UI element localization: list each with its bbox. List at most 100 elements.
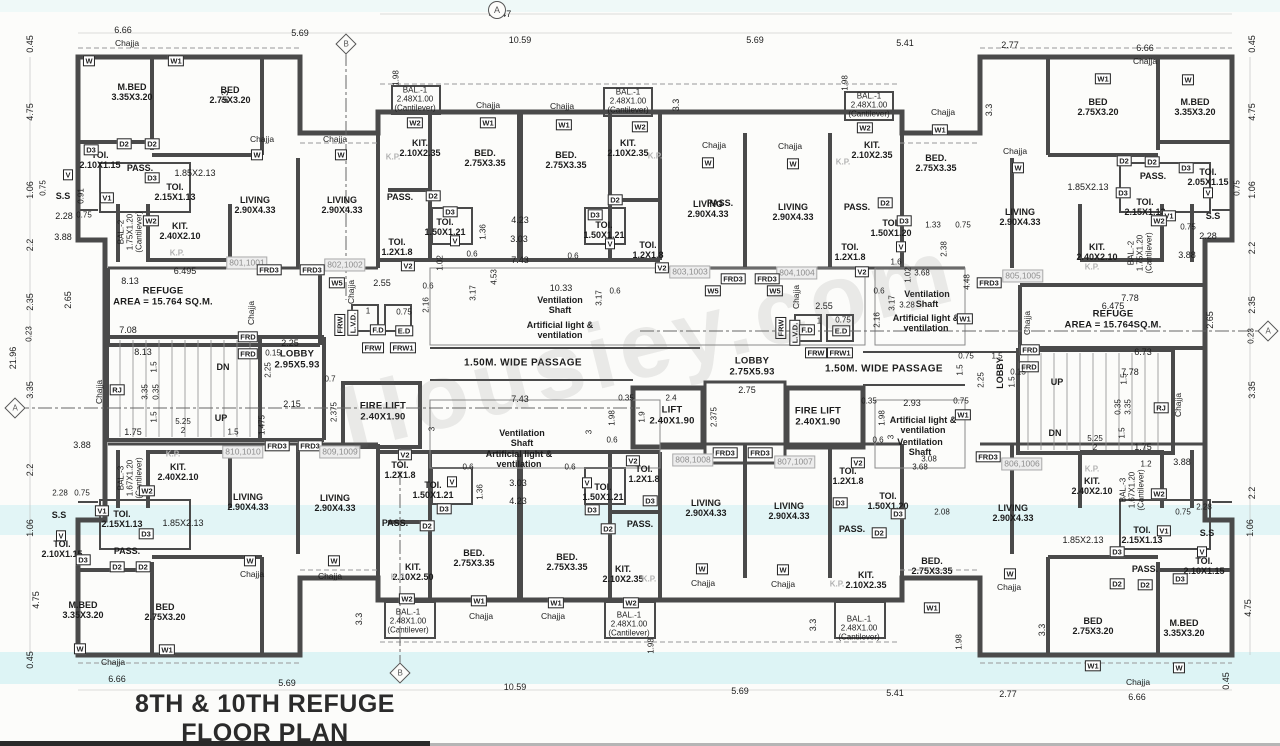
plan-label: Artificial light & ventilation — [485, 448, 553, 469]
plan-label: K.P. — [835, 157, 851, 167]
plan-label: Chajja — [1173, 392, 1184, 418]
plan-label: 1 — [365, 306, 371, 316]
plan-label: 3 — [886, 434, 896, 440]
plan-label: 8.13 — [121, 275, 139, 286]
plan-label: W1 — [923, 602, 941, 614]
plan-label: 1.5 — [227, 427, 239, 437]
plan-label: V1 — [94, 505, 110, 517]
plan-label: 802,1002 — [324, 258, 366, 272]
plan-label: 7.43 — [511, 254, 529, 265]
plan-label: K.P. — [829, 579, 845, 589]
plan-label: Ventilation Shaft — [897, 436, 943, 457]
marker-letter: B — [343, 39, 349, 49]
plan-label: 2.375 — [709, 406, 719, 428]
plan-label: 2.75 — [738, 384, 756, 395]
plan-label: 4.75 — [1242, 599, 1253, 617]
marker-letter: A — [1265, 326, 1271, 336]
plan-label: D2 — [1137, 579, 1153, 591]
plan-label: Artificial light & ventilation — [892, 312, 960, 333]
plan-label: 21.96 — [7, 346, 18, 370]
plan-label: BED 2.75X3.20 — [1077, 96, 1119, 117]
plan-label: TOI. 1.2X1.8 — [832, 465, 864, 486]
plan-label: D3 — [144, 172, 160, 184]
plan-label: Chajja — [770, 579, 796, 590]
plan-label: 5.69 — [291, 27, 309, 38]
plan-label: 3 — [584, 429, 594, 435]
plan-label: 1.5 — [1119, 373, 1129, 385]
plan-label: 2.4 — [665, 393, 677, 403]
plan-label: W1 — [1084, 660, 1102, 672]
plan-label: E.D — [395, 325, 413, 337]
plan-label: 3.03 — [510, 233, 528, 244]
plan-label: W — [334, 149, 348, 161]
plan-label: LIVING 2.90X4.33 — [321, 194, 363, 215]
plan-label: 1.02 — [903, 267, 913, 283]
plan-label: FRD3 — [975, 451, 1001, 463]
plan-label: TOI. 2.15X1.13 — [1121, 524, 1163, 545]
plan-label: KIT. 2.10X2.35 — [399, 137, 441, 158]
plan-label: W2 — [398, 593, 416, 605]
plan-label: W5 — [704, 285, 722, 297]
plan-label: 1.98 — [391, 70, 401, 86]
plan-label: W1 — [956, 313, 974, 325]
plan-label: 0.6 — [609, 286, 621, 296]
plan-label: TOI. 1.2X1.8 — [632, 239, 664, 260]
plan-label: M.BED 3.35X3.20 — [111, 81, 153, 102]
plan-label: V2 — [625, 455, 641, 467]
plan-label: 4.75 — [1246, 103, 1257, 121]
plan-label: Artificial light & ventilation — [889, 414, 957, 435]
plan-label: 0.6 — [872, 435, 884, 445]
plan-label: 803,1003 — [669, 265, 711, 279]
plan-label: 3.88 — [54, 231, 72, 242]
plan-label: S.S — [1199, 527, 1215, 538]
plan-label: D3 — [584, 504, 600, 516]
plan-label: D3 — [1109, 546, 1125, 558]
plan-label: W2 — [1150, 215, 1168, 227]
plan-label: TOI. 1.50X1.20 — [870, 217, 912, 238]
plan-label: PASS. — [843, 201, 871, 212]
passage-left: 1.50M. WIDE PASSAGE — [464, 357, 582, 369]
plan-label: D3 — [890, 508, 906, 520]
plan-label: 2.28 — [55, 210, 73, 221]
plan-label: FRD3 — [712, 447, 738, 459]
plan-label: V2 — [654, 262, 670, 274]
plan-label: V — [581, 477, 593, 489]
plan-label: D2 — [877, 197, 893, 209]
plan-label: 2.55 — [373, 277, 391, 288]
plan-label: 3.08 — [921, 454, 937, 464]
marker-letter: A — [12, 403, 18, 413]
plan-label: UP — [1050, 376, 1064, 387]
refuge-area-right: REFUGE AREA = 15.764SQ.M. — [1064, 308, 1162, 330]
plan-label: W1 — [547, 597, 565, 609]
plan-label: 0.75 — [835, 315, 851, 325]
plan-label: PASS. — [381, 517, 409, 528]
plan-label: 1.98 — [954, 634, 964, 650]
plan-label: 2.38 — [939, 241, 949, 257]
scan-edge-artifact — [0, 741, 430, 746]
plan-label: 6.66 — [114, 24, 132, 35]
plan-label: LIVING 2.90X4.33 — [227, 491, 269, 512]
plan-label: LIVING 2.90X4.33 — [687, 198, 729, 219]
plan-label: D2 — [425, 190, 441, 202]
plan-label: 805,1005 — [1002, 269, 1044, 283]
plan-label: 3.88 — [1178, 249, 1196, 260]
plan-label: V — [55, 530, 67, 542]
plan-label: D3 — [83, 144, 99, 156]
plan-label: 1.02 — [435, 255, 445, 271]
plan-label: 2.65 — [62, 291, 73, 309]
plan-label: 0.6 — [873, 286, 885, 296]
plan-label: D3 — [832, 497, 848, 509]
plan-label: W1 — [931, 124, 949, 136]
plan-label: BED 2.75X3.20 — [144, 601, 186, 622]
plan-label: 3.3 — [670, 98, 681, 112]
plan-label: 807,1007 — [774, 455, 816, 469]
plan-label: 0.35 — [151, 384, 161, 400]
section-marker-b-top: B — [335, 33, 357, 55]
plan-label: Chajja — [100, 657, 126, 668]
plan-label: KIT. 2.40X2.10 — [157, 461, 199, 482]
section-marker-a-right: A — [1257, 320, 1279, 342]
plan-label: 3.3 — [353, 612, 364, 626]
plan-label: Chajja — [930, 107, 956, 118]
plan-label: 3.35 — [24, 381, 35, 399]
